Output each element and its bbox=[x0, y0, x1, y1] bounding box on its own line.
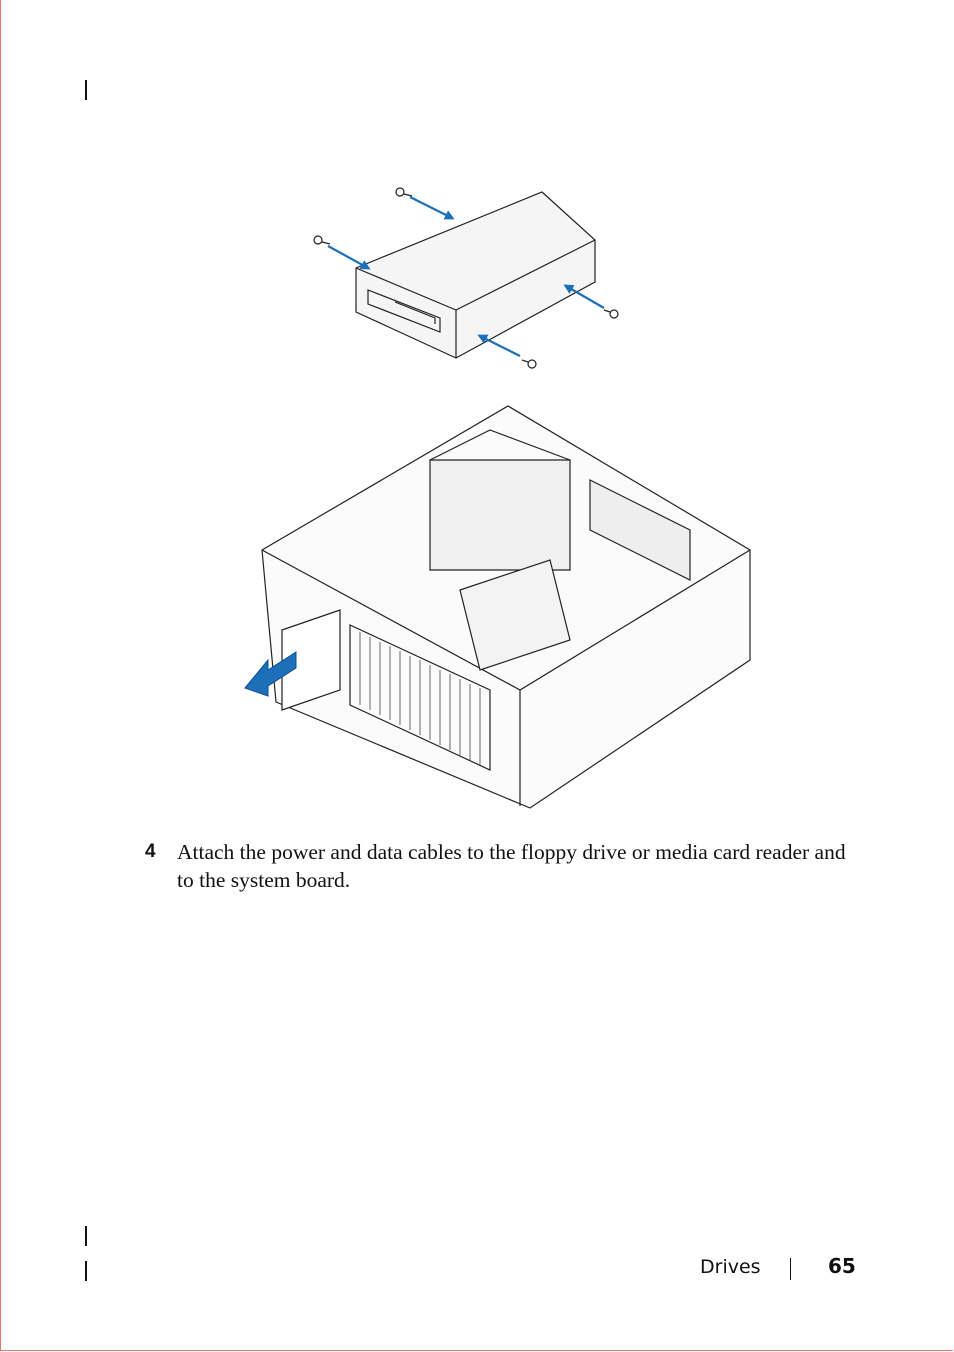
screw-icon bbox=[313, 235, 331, 245]
footer-section-title: Drives bbox=[700, 1256, 761, 1278]
step-text: Attach the power and data cables to the … bbox=[177, 840, 846, 892]
arrow-icon bbox=[409, 196, 455, 220]
screw-icon bbox=[603, 309, 619, 319]
arrow-icon bbox=[563, 284, 605, 309]
insert-arrow-icon bbox=[244, 651, 297, 697]
crop-mark-top bbox=[85, 80, 87, 100]
screw-icon bbox=[521, 359, 537, 369]
step-number: 4 bbox=[145, 841, 156, 862]
crop-mark-bottom-1 bbox=[85, 1226, 87, 1246]
screw-icon bbox=[395, 187, 413, 197]
page-number: 65 bbox=[828, 1254, 856, 1278]
vent-grille bbox=[359, 632, 481, 765]
arrow-icon bbox=[327, 245, 371, 270]
drive-installation-illustration bbox=[244, 187, 751, 809]
computer-chassis bbox=[261, 405, 751, 809]
floppy-drive bbox=[355, 191, 596, 359]
crop-mark-bottom-2 bbox=[85, 1261, 87, 1281]
footer-divider bbox=[790, 1258, 791, 1280]
arrow-icon bbox=[477, 334, 521, 357]
